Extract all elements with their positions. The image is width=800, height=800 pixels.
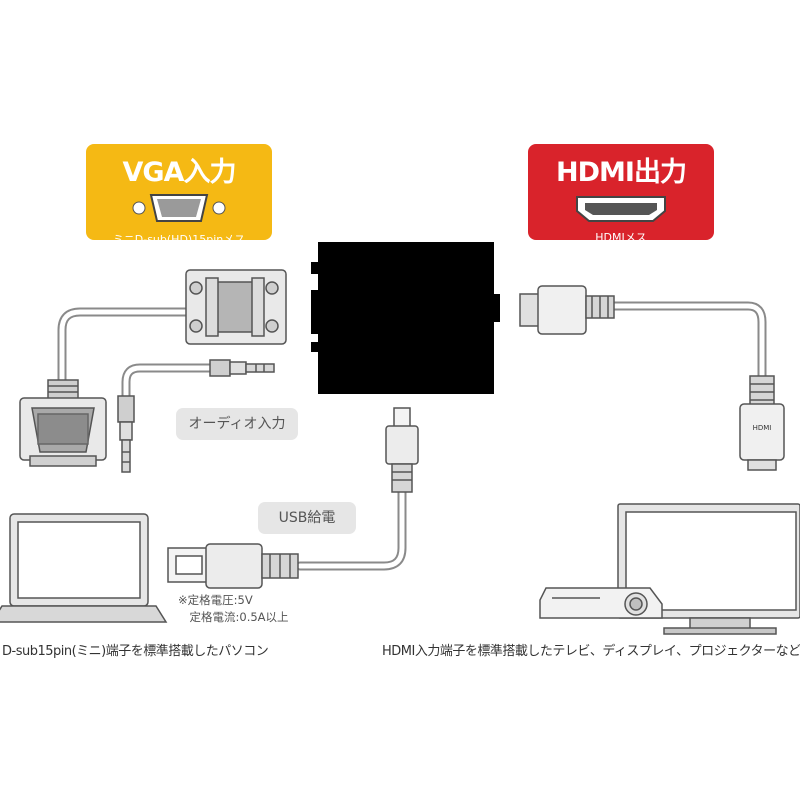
display-caption: HDMI入力端子を標準搭載したテレビ、ディスプレイ、プロジェクターなど <box>382 644 800 659</box>
hdmi-cable <box>607 301 767 389</box>
hdmi-plug-device <box>519 285 615 335</box>
micro-usb-plug <box>385 407 419 493</box>
vga-input-badge: VGA入力 ミニD-sub(HD)15pinメス <box>86 144 272 246</box>
vga-input-title: VGA入力 <box>122 157 237 188</box>
hdmi-plug-display <box>739 375 785 471</box>
vga-connector-pc <box>19 379 107 467</box>
usb-power-label: USB給電 <box>258 502 356 534</box>
hdmi-output-title: HDMI出力 <box>556 157 687 188</box>
audio-cable <box>121 363 217 405</box>
hdmi-port-icon <box>576 196 666 222</box>
projector-illustration <box>539 587 663 619</box>
laptop-illustration <box>0 513 168 623</box>
vga-connector-device <box>185 269 287 345</box>
usb-a-plug <box>167 543 299 589</box>
hdmi-output-badge: HDMI出力 HDMIメス <box>528 144 714 244</box>
hdmi-plug-text: HDMI <box>752 424 772 432</box>
vga-input-subtitle: ミニD-sub(HD)15pinメス <box>112 233 246 246</box>
converter-box <box>311 242 500 394</box>
pc-caption: D-sub15pin(ミニ)端子を標準搭載したパソコン <box>2 644 269 659</box>
audio-input-label: オーディオ入力 <box>176 408 298 440</box>
audio-jack <box>117 359 275 473</box>
power-spec-note: ※定格電圧:5V 定格電流:0.5A以上 <box>178 593 289 624</box>
vga-port-icon <box>132 194 226 222</box>
hdmi-output-subtitle: HDMIメス <box>595 231 647 244</box>
